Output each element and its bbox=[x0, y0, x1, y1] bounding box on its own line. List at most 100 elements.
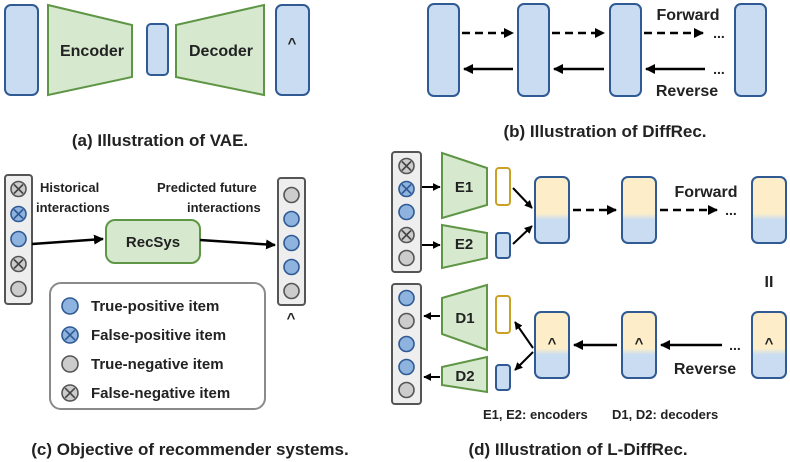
caption-a: (a) Illustration of VAE. bbox=[72, 131, 248, 150]
panel-d-ldiffrec: E1 E2 ... Forward II ^ ^ ^ ... Reverse bbox=[391, 151, 787, 459]
historical-items bbox=[10, 180, 27, 298]
encoder-e1-shape bbox=[441, 151, 488, 220]
item-legend-box bbox=[49, 282, 266, 410]
diffrec-step-t bbox=[734, 3, 767, 97]
true-positive-item-icon bbox=[398, 203, 415, 221]
false-positive-legend-icon bbox=[61, 326, 79, 344]
latent-e1-to-block-arrow bbox=[512, 187, 533, 209]
latent-d2 bbox=[495, 364, 511, 391]
false-negative-item-icon bbox=[398, 157, 415, 175]
false-negative-item-icon bbox=[10, 180, 27, 198]
encoder-label: Encoder bbox=[60, 43, 124, 60]
vae-hat-symbol: ^ bbox=[288, 35, 297, 52]
block-to-latent-d2-arrow bbox=[514, 351, 534, 371]
prediction-hat-symbol: ^ bbox=[287, 310, 296, 327]
ldiffrec-reverse-ellipsis: ... bbox=[729, 337, 741, 353]
decoders-note: D1, D2: decoders bbox=[612, 407, 718, 422]
latent-d1 bbox=[495, 295, 511, 334]
decoder-shape bbox=[175, 3, 265, 97]
decoder-d1-shape bbox=[441, 283, 488, 352]
decoder-label: Decoder bbox=[189, 43, 253, 60]
latent-e1 bbox=[495, 167, 511, 206]
caption-c: (c) Objective of recommender systems. bbox=[31, 440, 348, 459]
ldiffrec-forward-step-t bbox=[751, 176, 787, 244]
ldiffrec-reverse-step-1 bbox=[621, 311, 657, 379]
true-positive-item-icon bbox=[283, 210, 300, 228]
true-negative-item-icon bbox=[398, 312, 415, 330]
true-negative-item-icon bbox=[398, 381, 415, 399]
ldiffrec-forward-label: Forward bbox=[674, 184, 737, 201]
recsys-box bbox=[105, 219, 201, 264]
forward-label: Forward bbox=[656, 7, 719, 24]
ldiffrec-forward-ellipsis: ... bbox=[725, 202, 737, 218]
d2-label: D2 bbox=[455, 368, 474, 385]
d1-label: D1 bbox=[455, 310, 474, 327]
true-positive-item-icon bbox=[10, 230, 27, 248]
ldiffrec-reverse-step-0 bbox=[534, 311, 570, 379]
false-negative-item-icon bbox=[10, 255, 27, 273]
true-positive-item-icon bbox=[283, 258, 300, 276]
legend-label-true-positive: True-positive item bbox=[91, 298, 219, 315]
panel-b-diffrec: ... Forward ... Reverse (b) Illustration… bbox=[427, 3, 767, 141]
e2-label: E2 bbox=[455, 236, 473, 253]
block-to-latent-d1-arrow bbox=[514, 321, 534, 349]
legend-label-false-negative: False-negative item bbox=[91, 385, 230, 402]
history-to-recsys-arrow bbox=[31, 234, 104, 246]
encoder-e2-shape bbox=[441, 223, 488, 270]
reverse-ellipsis: ... bbox=[713, 61, 725, 77]
legend-label-false-positive: False-positive item bbox=[91, 327, 226, 344]
true-positive-item-icon bbox=[283, 234, 300, 252]
forward-ellipsis: ... bbox=[713, 25, 725, 41]
reverse-step-1-hat: ^ bbox=[635, 335, 644, 352]
vae-latent-block bbox=[146, 23, 169, 76]
decoder-d2-shape bbox=[441, 355, 488, 394]
ldiffrec-reverse-label: Reverse bbox=[674, 361, 736, 378]
ldiffrec-output-items bbox=[398, 289, 415, 399]
caption-d: (d) Illustration of L-DiffRec. bbox=[468, 440, 687, 459]
false-positive-item-icon bbox=[398, 180, 415, 198]
vae-input-block bbox=[4, 4, 39, 96]
legend-label-true-negative: True-negative item bbox=[91, 356, 224, 373]
true-positive-item-icon bbox=[398, 289, 415, 307]
caption-b: (b) Illustration of DiffRec. bbox=[503, 122, 706, 141]
predicted-label-line2: interactions bbox=[187, 200, 261, 215]
reverse-label: Reverse bbox=[656, 83, 718, 100]
true-negative-legend-icon bbox=[61, 355, 79, 373]
ldiffrec-forward-step-0 bbox=[534, 176, 570, 244]
true-negative-item-icon bbox=[283, 186, 300, 204]
historical-label-line1: Historical bbox=[40, 180, 99, 195]
vae-output-block bbox=[275, 4, 310, 96]
reverse-step-t-hat: ^ bbox=[765, 335, 774, 352]
reverse-step-0-hat: ^ bbox=[548, 335, 557, 352]
false-negative-item-icon bbox=[398, 226, 415, 244]
panel-a-vae: Encoder Decoder ^ (a) Illustration of VA… bbox=[4, 3, 310, 150]
encoder-shape bbox=[47, 3, 133, 97]
latent-e2 bbox=[495, 232, 511, 259]
false-positive-item-icon bbox=[10, 205, 27, 223]
encoders-note: E1, E2: encoders bbox=[483, 407, 588, 422]
ldiffrec-input-items bbox=[398, 157, 415, 267]
diffrec-step-2 bbox=[609, 3, 642, 97]
diffrec-step-1 bbox=[517, 3, 550, 97]
ldiffrec-forward-step-1 bbox=[621, 176, 657, 244]
true-positive-item-icon bbox=[398, 335, 415, 353]
latent-e2-to-block-arrow bbox=[512, 225, 533, 245]
equality-symbol: II bbox=[765, 274, 774, 291]
true-negative-item-icon bbox=[10, 280, 27, 298]
predicted-items bbox=[283, 186, 300, 300]
e1-label: E1 bbox=[455, 179, 473, 196]
historical-label-line2: interactions bbox=[36, 200, 110, 215]
true-positive-item-icon bbox=[398, 358, 415, 376]
panel-c-objective: Historical interactions RecSys Predicted… bbox=[4, 174, 349, 459]
diffrec-step-0 bbox=[427, 3, 460, 97]
true-positive-legend-icon bbox=[61, 297, 79, 315]
ldiffrec-reverse-step-t bbox=[751, 311, 787, 379]
false-negative-legend-icon bbox=[61, 384, 79, 402]
true-negative-item-icon bbox=[398, 249, 415, 267]
recsys-to-prediction-arrow bbox=[199, 238, 276, 250]
true-negative-item-icon bbox=[283, 282, 300, 300]
predicted-label-line1: Predicted future bbox=[157, 180, 257, 195]
recsys-label: RecSys bbox=[126, 234, 180, 251]
